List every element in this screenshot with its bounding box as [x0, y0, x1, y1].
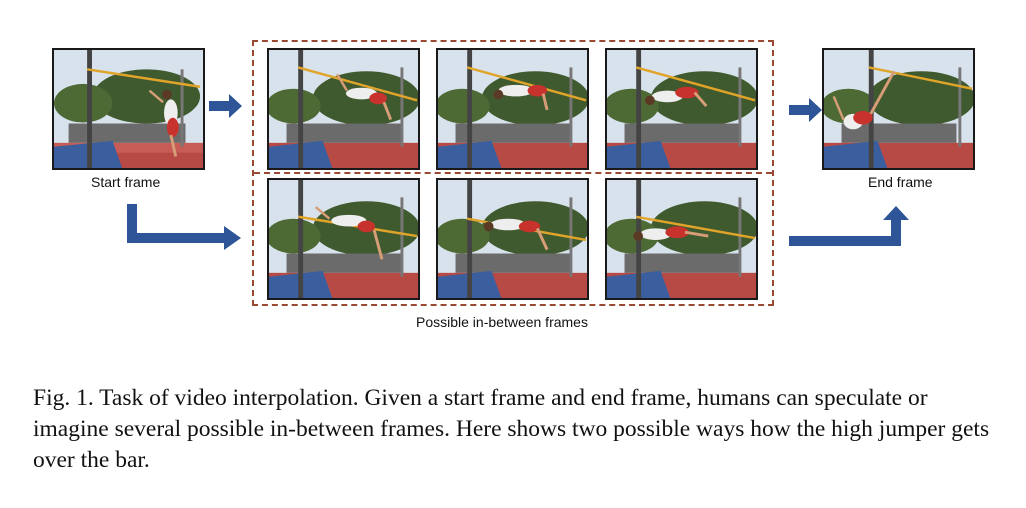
end-frame-label: End frame — [868, 174, 933, 190]
photo-scene — [269, 50, 418, 168]
photo-scene — [269, 180, 418, 298]
elbow-arrow-right-up-icon — [789, 206, 909, 246]
figure: Start frame End frame Possible in-betwee… — [52, 40, 975, 330]
figure-caption: Fig. 1. Task of video interpolation. Giv… — [33, 385, 990, 473]
in-between-group-border — [252, 40, 774, 306]
in-between-frame-path2-a — [267, 178, 420, 300]
photo-scene — [54, 50, 203, 168]
end-frame-photo — [822, 48, 975, 170]
in-between-frame-path1-a — [267, 48, 420, 170]
photo-scene — [607, 50, 756, 168]
photo-scene — [607, 180, 756, 298]
arrow-right-icon — [789, 98, 822, 122]
start-frame-label: Start frame — [91, 174, 161, 190]
photo-scene — [438, 180, 587, 298]
in-between-frame-path2-c — [605, 178, 758, 300]
elbow-arrow-down-right-icon — [127, 204, 241, 250]
in-between-frame-path2-b — [436, 178, 589, 300]
in-between-frame-path1-b — [436, 48, 589, 170]
start-frame-photo — [52, 48, 205, 170]
in-between-frame-path1-c — [605, 48, 758, 170]
photo-scene — [824, 50, 973, 168]
arrow-right-icon — [209, 94, 242, 118]
in-between-frames-label: Possible in-between frames — [416, 314, 588, 330]
in-between-divider — [254, 172, 772, 174]
photo-scene — [438, 50, 587, 168]
